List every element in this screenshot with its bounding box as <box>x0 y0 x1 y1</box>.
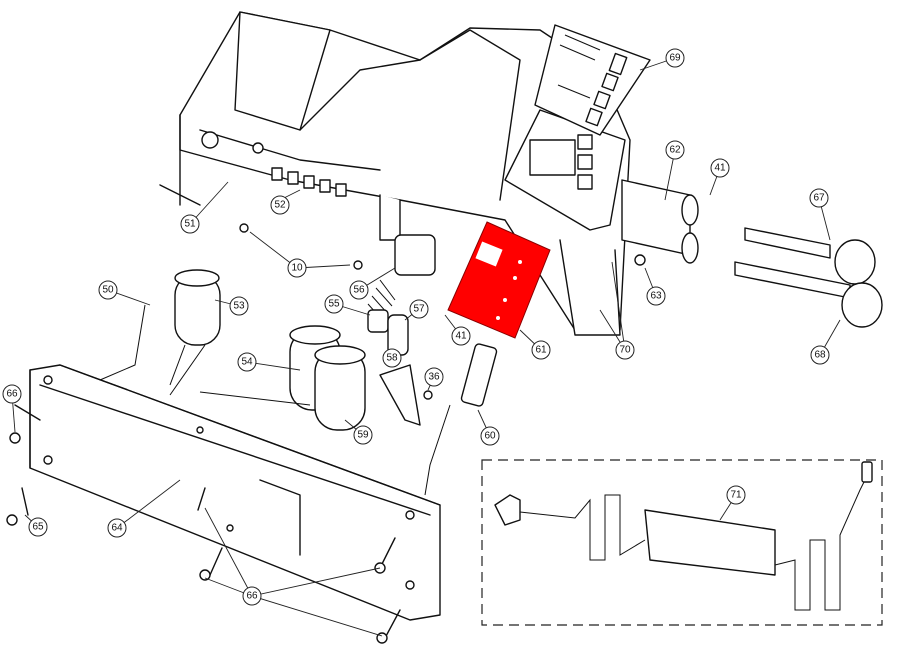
power-adapter-box <box>481 459 883 626</box>
callout-68: 68 <box>810 345 830 365</box>
svg-text:59: 59 <box>357 430 369 441</box>
loose-screws <box>6 223 433 644</box>
main-housing <box>159 11 631 336</box>
control-panel-overlay <box>534 24 651 136</box>
callout-balloons: 10 36 41 41 50 51 52 53 54 55 56 57 58 5… <box>2 48 830 606</box>
wire-harness <box>199 391 311 406</box>
bottom-plate <box>29 364 441 621</box>
callout-66-bottom: 66 <box>242 586 262 606</box>
fitting-57-58 <box>379 314 421 426</box>
callout-70: 70 <box>615 340 635 360</box>
svg-text:41: 41 <box>714 163 726 174</box>
callout-69: 69 <box>665 48 685 68</box>
svg-text:51: 51 <box>184 219 196 230</box>
callout-66-left: 66 <box>2 384 22 404</box>
pump-motor-59 <box>314 345 366 431</box>
svg-text:36: 36 <box>428 372 440 383</box>
thumb-screw-68 <box>734 261 883 328</box>
callout-63: 63 <box>646 286 666 306</box>
svg-text:41: 41 <box>455 331 467 342</box>
switch-row <box>271 167 347 197</box>
svg-text:55: 55 <box>328 299 340 310</box>
callout-57: 57 <box>409 299 429 319</box>
svg-text:61: 61 <box>535 345 547 356</box>
callout-62: 62 <box>665 140 685 160</box>
callout-10: 10 <box>287 258 307 278</box>
svg-text:65: 65 <box>32 522 44 533</box>
connector-60 <box>424 343 498 496</box>
hinge-mount <box>621 179 699 266</box>
callout-41-top: 41 <box>710 158 730 178</box>
callout-51: 51 <box>180 214 200 234</box>
svg-text:60: 60 <box>484 431 496 442</box>
svg-text:67: 67 <box>813 193 825 204</box>
svg-text:69: 69 <box>669 53 681 64</box>
cable-50 <box>99 304 146 381</box>
callout-55: 55 <box>324 294 344 314</box>
svg-text:57: 57 <box>413 304 425 315</box>
thumb-screw-67 <box>744 227 876 285</box>
callout-71: 71 <box>726 485 746 505</box>
callout-65: 65 <box>28 517 48 537</box>
callout-52: 52 <box>270 195 290 215</box>
svg-text:10: 10 <box>291 263 303 274</box>
callout-56: 56 <box>349 280 369 300</box>
callout-58: 58 <box>382 348 402 368</box>
callout-61: 61 <box>531 340 551 360</box>
callout-50: 50 <box>98 280 118 300</box>
svg-text:52: 52 <box>274 200 286 211</box>
svg-text:56: 56 <box>353 285 365 296</box>
callout-67: 67 <box>809 188 829 208</box>
callout-59: 59 <box>353 425 373 445</box>
svg-text:53: 53 <box>233 301 245 312</box>
svg-text:54: 54 <box>241 357 253 368</box>
svg-text:64: 64 <box>111 523 123 534</box>
callout-41-board: 41 <box>451 326 471 346</box>
svg-text:66: 66 <box>246 591 258 602</box>
svg-text:68: 68 <box>814 350 826 361</box>
svg-text:58: 58 <box>386 353 398 364</box>
highlighted-circuit-board <box>447 221 551 339</box>
spring-assembly <box>367 234 436 333</box>
callout-36: 36 <box>424 367 444 387</box>
svg-text:62: 62 <box>669 145 681 156</box>
callout-54: 54 <box>237 352 257 372</box>
callout-53: 53 <box>229 296 249 316</box>
pump-motor-53 <box>169 269 221 396</box>
callout-64: 64 <box>107 518 127 538</box>
callout-60: 60 <box>480 426 500 446</box>
svg-text:71: 71 <box>730 490 742 501</box>
svg-text:66: 66 <box>6 389 18 400</box>
svg-text:50: 50 <box>102 285 114 296</box>
svg-text:63: 63 <box>650 291 662 302</box>
svg-text:70: 70 <box>619 345 631 356</box>
